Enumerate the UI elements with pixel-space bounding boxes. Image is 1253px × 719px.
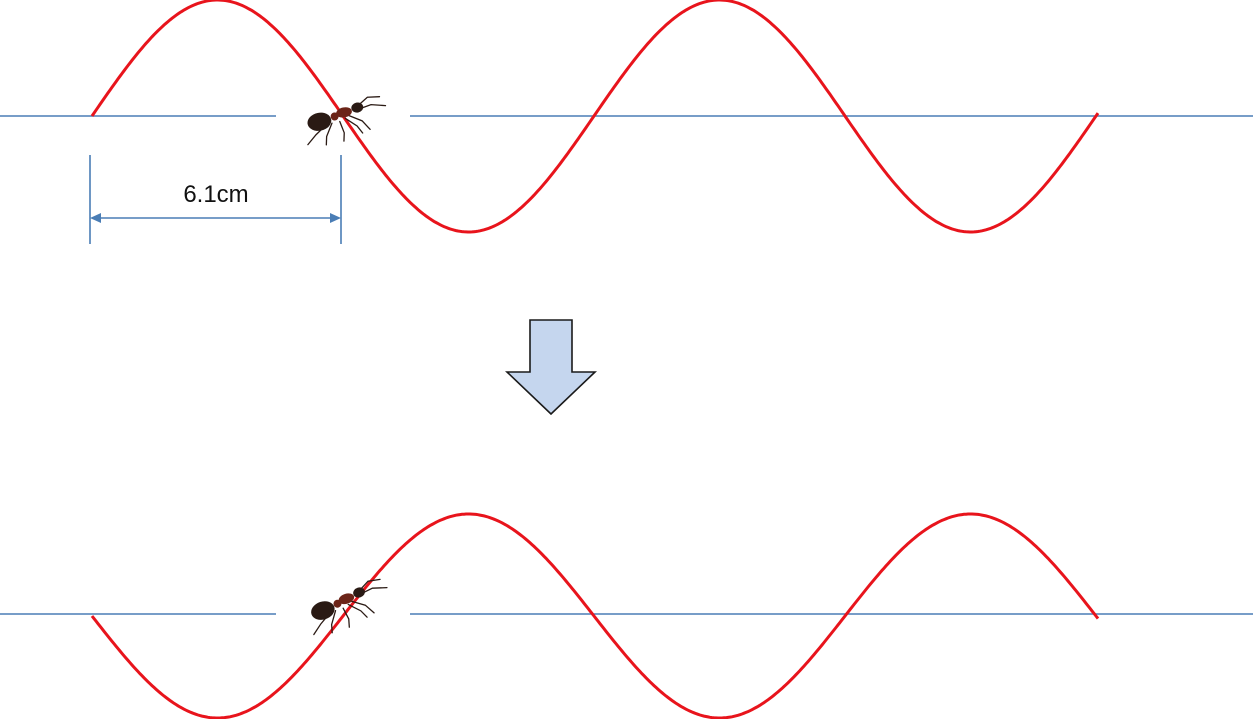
measurement-label: 6.1cm: [183, 181, 248, 208]
dimension-arrowhead-right: [330, 213, 341, 223]
down-arrow-icon: [505, 319, 597, 416]
wave-before: [90, 0, 1100, 234]
wave-after: [90, 512, 1100, 719]
wavelength-dimension: 6.1cm: [89, 155, 342, 244]
ant-icon: [311, 578, 388, 636]
dimension-arrowhead-left: [90, 213, 101, 223]
panel-before: 6.1cm: [0, 0, 1253, 244]
panel-after: [0, 512, 1253, 719]
ant-icon: [307, 96, 387, 146]
